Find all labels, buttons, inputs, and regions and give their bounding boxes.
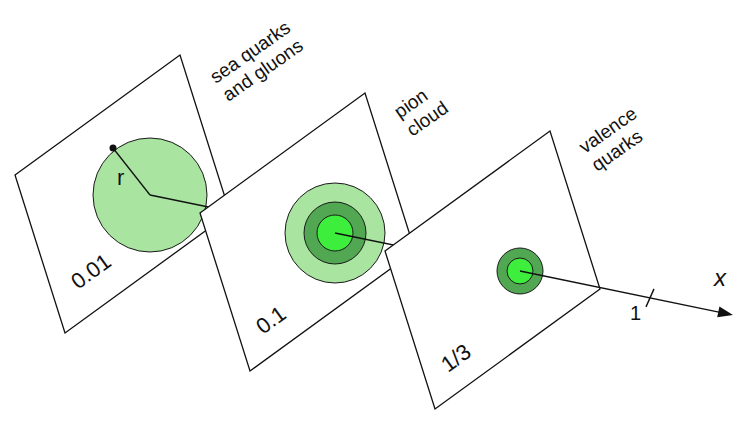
x-axis-segment xyxy=(520,271,721,313)
region-label: sea quarks and gluons xyxy=(206,15,310,106)
plane-drawing xyxy=(15,55,230,333)
axis-arrowhead xyxy=(717,307,733,318)
radius-line xyxy=(113,148,150,195)
plane-slice: pion cloud0.1 xyxy=(200,93,415,371)
axis-label: x xyxy=(714,264,726,292)
plane-drawing xyxy=(385,131,600,409)
plane-outline xyxy=(200,93,415,371)
plane-outline xyxy=(385,131,600,409)
region-label: valence quarks xyxy=(575,102,654,175)
plane-slice: sea quarks and gluons0.01 xyxy=(15,55,230,333)
radius-label: r xyxy=(117,165,124,190)
plane-drawing xyxy=(200,93,415,371)
plane-slice: valence quarks1/3 xyxy=(385,131,600,409)
plane-outline xyxy=(15,55,230,333)
axis-tick-label: 1 xyxy=(630,302,641,325)
region-label: pion cloud xyxy=(390,79,452,141)
axis-tick xyxy=(646,289,654,307)
radius-dot xyxy=(110,145,117,152)
